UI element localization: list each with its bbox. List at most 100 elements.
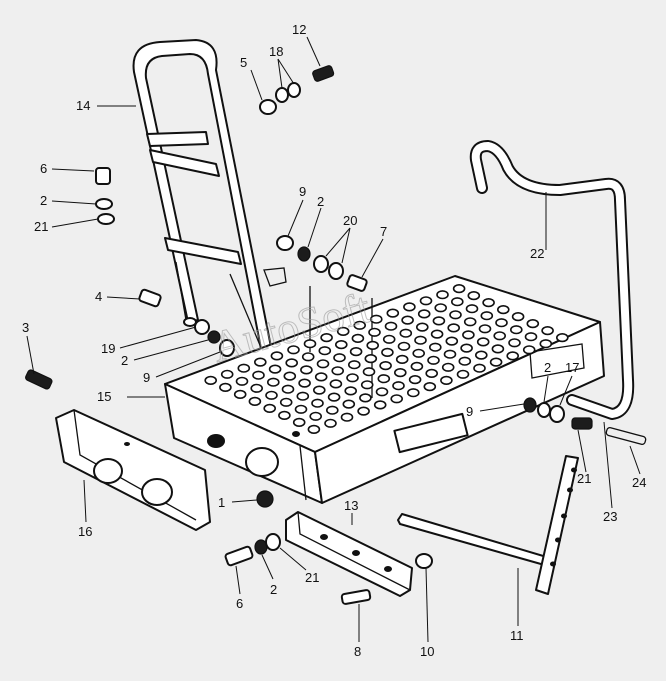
perforation-hole — [384, 321, 398, 331]
perforation-hole — [430, 329, 444, 339]
perforation-hole — [327, 392, 341, 402]
perforation-hole — [476, 337, 490, 347]
callout-23: 23 — [603, 509, 617, 524]
perforation-hole — [366, 340, 380, 351]
callout-10: 10 — [420, 644, 434, 659]
perforation-hole — [263, 403, 277, 414]
perforation-hole — [452, 284, 466, 294]
callout-12: 12 — [292, 22, 306, 37]
perforation-hole — [342, 399, 356, 409]
perforation-hole — [474, 350, 488, 360]
callout-9: 9 — [299, 184, 306, 199]
perforation-hole — [281, 384, 295, 394]
perforation-hole — [278, 410, 291, 421]
perforation-hole — [296, 391, 310, 401]
perforation-hole — [375, 387, 389, 397]
perforation-hole — [270, 351, 284, 361]
perforation-hole — [353, 320, 367, 330]
callout-labels: 14 6 2 21 4 3 5 18 12 9 2 20 7 22 19 2 9… — [22, 22, 646, 659]
perforation-hole — [369, 314, 383, 324]
callout-2: 2 — [317, 194, 324, 209]
callout-15: 15 — [97, 389, 111, 404]
perforation-hole — [456, 369, 470, 379]
perforation-hole — [465, 304, 479, 314]
perforation-hole — [467, 291, 481, 301]
perforation-hole — [395, 354, 409, 365]
perforation-hole — [347, 360, 361, 370]
callout-13: 13 — [344, 498, 358, 513]
callout-2: 2 — [121, 353, 128, 368]
perforation-hole — [334, 340, 348, 350]
callout-2: 2 — [40, 193, 47, 208]
callout-3: 3 — [22, 320, 29, 335]
perforation-hole — [390, 394, 404, 404]
perforation-hole — [357, 406, 370, 416]
perforation-hole — [508, 338, 521, 348]
perforation-hole — [285, 358, 299, 368]
perforation-hole — [349, 347, 363, 357]
perforation-hole — [364, 354, 378, 364]
perforation-hole — [283, 371, 297, 381]
perforation-hole — [336, 326, 350, 337]
perforation-hole — [432, 316, 446, 326]
perforation-hole — [399, 328, 413, 338]
perforation-hole — [443, 349, 457, 359]
leader-lines — [26, 36, 641, 643]
perforation-hole — [373, 400, 387, 410]
perforation-hole — [417, 309, 431, 319]
callout-6: 6 — [236, 596, 243, 611]
perforation-hole — [316, 359, 330, 369]
perforation-hole — [287, 345, 300, 355]
perforation-hole — [526, 319, 540, 329]
perforation-hole — [266, 377, 280, 387]
perforation-hole — [386, 308, 400, 318]
perforation-hole — [333, 353, 346, 363]
perforation-hole — [253, 357, 267, 367]
callout-17: 17 — [565, 360, 579, 375]
perforation-hole — [414, 335, 427, 345]
perforation-hole — [381, 347, 394, 358]
callout-4: 4 — [95, 289, 102, 304]
perforation-hole — [340, 412, 354, 422]
callout-19: 19 — [101, 341, 115, 356]
perforation-hole — [428, 342, 442, 352]
perforation-hole — [301, 352, 315, 362]
perforation-hole — [410, 361, 424, 372]
callout-9: 9 — [466, 404, 473, 419]
perforation-hole — [478, 324, 492, 334]
perforation-hole — [447, 323, 461, 333]
perforation-hole — [539, 339, 553, 349]
perforation-hole — [314, 372, 328, 382]
part-11-support-bar — [397, 455, 579, 595]
callout-11: 11 — [510, 628, 524, 643]
perforation-hole — [237, 363, 251, 373]
perforation-hole — [427, 355, 440, 365]
perforation-hole — [403, 302, 416, 312]
perforation-hole — [351, 333, 365, 344]
perforation-hole — [449, 310, 462, 320]
part-22-grab-bar — [469, 140, 635, 420]
perforation-hole — [460, 343, 473, 353]
perforation-hole — [397, 341, 411, 351]
callout-21: 21 — [577, 471, 591, 486]
perforation-hole — [204, 375, 217, 386]
perforation-hole — [450, 297, 464, 307]
perforation-hole — [415, 322, 429, 332]
perforation-hole — [423, 382, 437, 392]
perforation-hole — [220, 369, 234, 379]
perforation-hole — [325, 405, 339, 415]
perforation-hole — [219, 382, 232, 393]
perforation-hole — [425, 368, 439, 379]
callout-5: 5 — [240, 55, 247, 70]
perforation-hole — [265, 390, 278, 400]
perforation-hole — [377, 374, 391, 384]
hardware — [25, 65, 647, 605]
perforation-hole — [434, 303, 448, 313]
perforation-hole — [362, 367, 376, 377]
perforation-hole — [473, 363, 486, 373]
callout-14: 14 — [76, 98, 90, 113]
perforation-hole — [250, 383, 264, 393]
perforation-hole — [331, 366, 345, 376]
